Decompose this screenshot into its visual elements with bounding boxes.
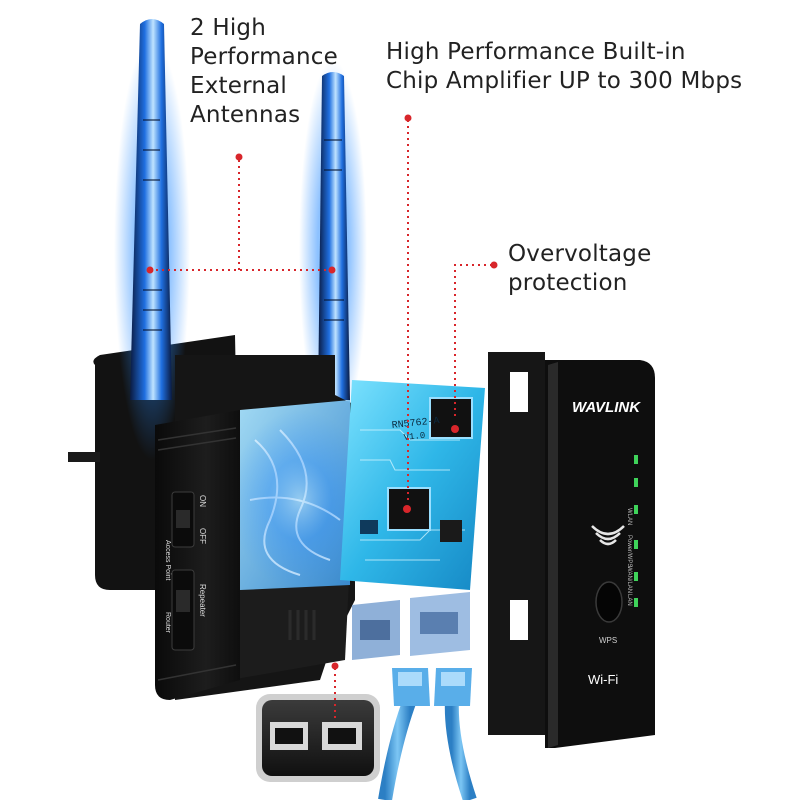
led-label-wan-lan: WAN/LAN xyxy=(626,566,632,593)
callout-antennas-line: Antennas xyxy=(190,102,301,128)
switch-label-off: OFF xyxy=(198,528,207,544)
callout-markers xyxy=(146,114,498,670)
callout-overvoltage-line: Overvoltage xyxy=(508,241,652,267)
led-label-lan: LAN xyxy=(626,594,632,606)
led-label-power-wps: Power/WPS xyxy=(626,535,632,567)
callout-antennas: 2 High Performance External Antennas xyxy=(190,14,338,130)
callout-chip-amplifier: High Performance Built-in Chip Amplifier… xyxy=(386,38,742,96)
switch-label-repeater: Repeater xyxy=(198,584,207,617)
circuit-board: RN5762-A V1.0 xyxy=(340,380,485,590)
switch-label-on: ON xyxy=(198,495,207,507)
plug-prong xyxy=(68,452,100,462)
callout-chip-line: High Performance Built-in xyxy=(386,39,686,65)
led-indicators: WLAN Power/WPS WAN/LAN LAN xyxy=(626,455,638,607)
wifi-logo: Wi-Fi xyxy=(588,672,618,687)
led-label-wlan: WLAN xyxy=(626,508,632,525)
device-side-panel: ON OFF Repeater Access Point Router xyxy=(155,410,240,700)
ethernet-jacks xyxy=(352,592,470,660)
callout-overvoltage-line: protection xyxy=(508,270,628,296)
heatsink xyxy=(230,400,370,590)
port-closeup xyxy=(256,694,380,782)
callout-overvoltage: Overvoltage protection xyxy=(508,240,651,298)
callout-antennas-line: External xyxy=(190,73,288,99)
front-cover: WAVLINK WLAN Power/WPS WAN/LAN LAN WPS W… xyxy=(488,352,655,748)
signal-icon xyxy=(591,525,625,546)
wps-button[interactable] xyxy=(595,581,623,623)
switch-label-access-point: Access Point xyxy=(164,540,171,581)
ethernet-cables xyxy=(378,668,477,800)
callout-antennas-line: Performance xyxy=(190,44,338,70)
antennas xyxy=(114,19,367,460)
callout-leaders xyxy=(150,120,492,722)
callout-antennas-line: 2 High xyxy=(190,15,267,41)
switch-label-router: Router xyxy=(164,612,171,634)
antenna-right xyxy=(318,72,350,400)
brand-logo: WAVLINK xyxy=(572,399,641,416)
chip-amplifier xyxy=(429,397,473,439)
callout-chip-line: Chip Amplifier UP to 300 Mbps xyxy=(386,68,743,94)
wps-label: WPS xyxy=(599,636,617,645)
chip-marking: RN5762-A xyxy=(391,416,440,432)
antenna-left xyxy=(130,19,172,400)
